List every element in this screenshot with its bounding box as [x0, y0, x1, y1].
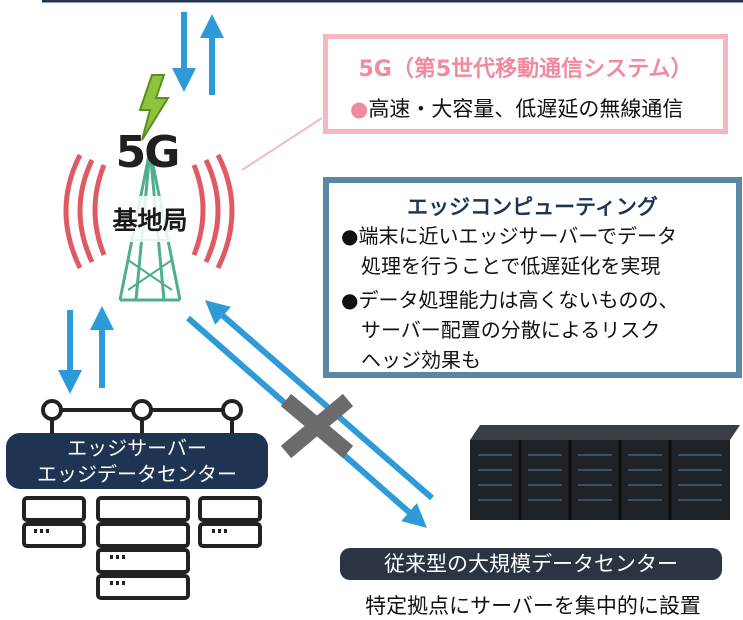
- 5g-box-bullet-text: 高速・大容量、低遅延の無線通信: [368, 97, 684, 121]
- tower-5g-label: 5G: [115, 127, 181, 178]
- 5g-box-title: 5G（第5世代移動通信システム）: [358, 57, 693, 82]
- network-nodes-icon: [41, 399, 243, 436]
- lightning-icon: [138, 74, 170, 141]
- bullet-dot-icon: ●: [350, 97, 369, 121]
- top-arrows: [172, 12, 224, 95]
- edge-bullet-1: ●端末に近いエッジサーバーでデータ 処理を行うことで低遅延化を実現: [341, 221, 677, 281]
- edge-server-label-line1: エッジサーバー: [67, 436, 207, 460]
- edge-server-label: エッジサーバー エッジデータセンター: [6, 433, 268, 489]
- datacenter-servers-image: [470, 425, 740, 520]
- edge-bullet-1-line2: 処理を行うことで低遅延化を実現: [341, 254, 661, 278]
- tower-icon: [63, 149, 235, 302]
- edge-bullet-2-line1: ●データ処理能力は高くないものの、: [341, 288, 679, 312]
- datacenter-caption: 特定拠点にサーバーを集中的に設置: [365, 594, 701, 618]
- base-station-label: 基地局: [112, 206, 188, 235]
- edge-bullet-2-line2: サーバー配置の分散によるリスク: [341, 318, 661, 342]
- left-arrows: [58, 306, 114, 394]
- edge-box-title: エッジコンピューティング: [407, 195, 658, 219]
- 5g-box-bullet: ●高速・大容量、低遅延の無線通信: [350, 93, 683, 123]
- edge-bullet-1-line1: ●端末に近いエッジサーバーでデータ: [341, 224, 678, 248]
- datacenter-label: 従来型の大規模データセンター: [340, 548, 722, 580]
- 5g-info-box: 5G（第5世代移動通信システム） ●高速・大容量、低遅延の無線通信: [323, 34, 728, 134]
- edge-computing-box: エッジコンピューティング ●端末に近いエッジサーバーでデータ 処理を行うことで低…: [323, 177, 742, 378]
- edge-bullet-2-line3: ヘッジ効果も: [341, 348, 481, 372]
- pink-connector: [241, 117, 323, 171]
- edge-server-label-line2: エッジデータセンター: [37, 462, 237, 486]
- edge-server-racks-icon: [22, 496, 262, 600]
- cross-icon: [280, 393, 354, 459]
- edge-bullet-2: ●データ処理能力は高くないものの、 サーバー配置の分散によるリスク ヘッジ効果も: [341, 285, 678, 375]
